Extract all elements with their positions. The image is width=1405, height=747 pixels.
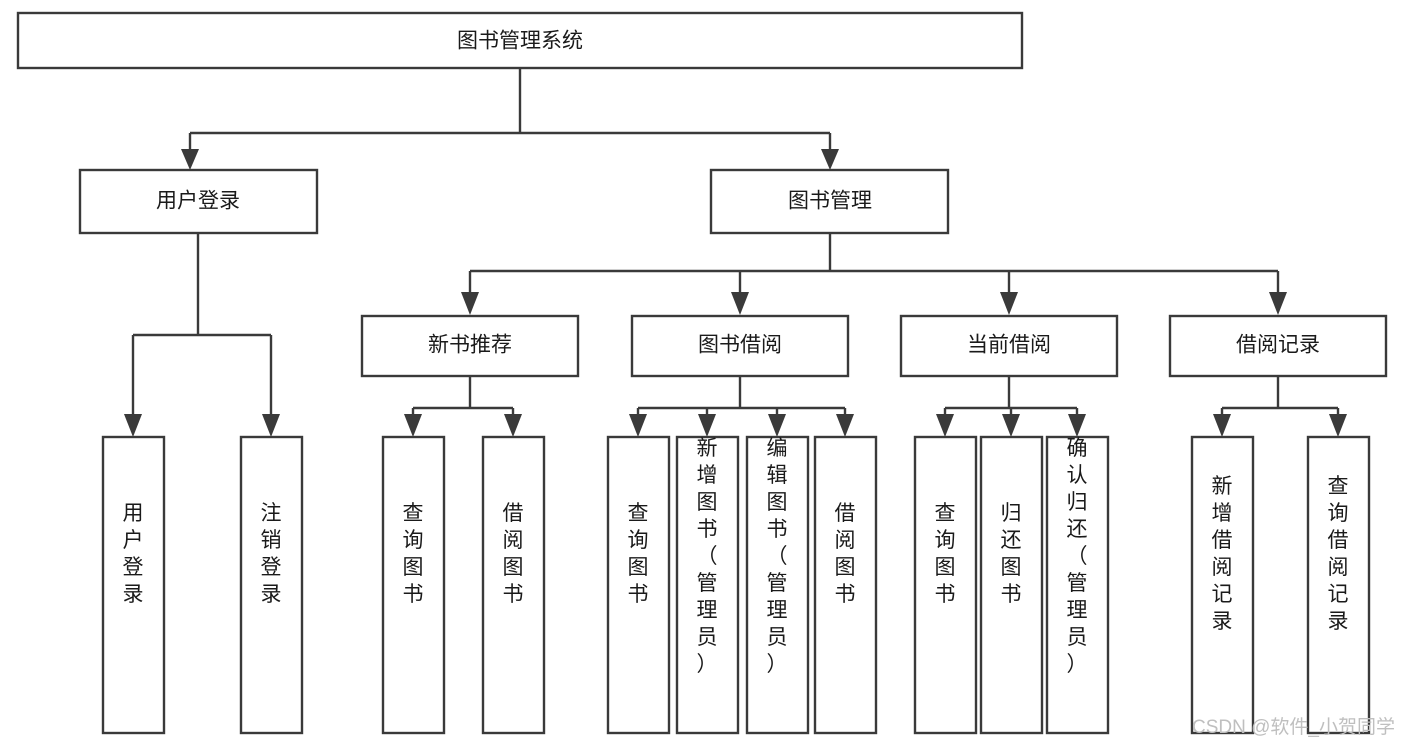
node-leaf-user-login-label: 用户登录 <box>123 502 144 606</box>
node-leaf-borrow-book-2[interactable]: 借阅图书 <box>813 435 878 735</box>
arrow-head-leaf-return-book <box>1002 414 1020 437</box>
arrow-head-book-management <box>821 149 839 170</box>
node-leaf-user-login[interactable]: 用户登录 <box>101 435 166 735</box>
node-user-login[interactable]: 用户登录 <box>78 168 319 235</box>
arrow-head-leaf-logout-login <box>262 414 280 437</box>
node-leaf-query-book-1[interactable]: 查询图书 <box>381 435 446 735</box>
node-new-book-recommend-label: 新书推荐 <box>428 334 512 357</box>
node-leaf-query-book-3-label: 查询图书 <box>935 502 956 606</box>
node-leaf-confirm-return-box[interactable] <box>1045 435 1110 735</box>
node-leaf-user-login-box[interactable] <box>101 435 166 735</box>
arrow-head-leaf-user-login <box>124 414 142 437</box>
node-leaf-add-book[interactable]: 新增图书（管理员） <box>675 435 740 735</box>
node-user-login-label: 用户登录 <box>156 190 240 213</box>
node-leaf-query-record-box[interactable] <box>1306 435 1371 735</box>
node-leaf-query-book-1-label: 查询图书 <box>403 502 424 606</box>
node-leaf-query-book-1-box[interactable] <box>381 435 446 735</box>
node-current-borrow[interactable]: 当前借阅 <box>899 314 1119 378</box>
node-leaf-borrow-book-2-label: 借阅图书 <box>835 502 856 606</box>
node-leaf-borrow-book-1-label: 借阅图书 <box>503 502 524 606</box>
node-leaf-query-book-2-label: 查询图书 <box>628 502 649 606</box>
node-leaf-add-record[interactable]: 新增借阅记录 <box>1190 435 1255 735</box>
node-leaf-query-record[interactable]: 查询借阅记录 <box>1306 435 1371 735</box>
node-leaf-add-record-label: 新增借阅记录 <box>1212 475 1233 633</box>
node-borrow-record-label: 借阅记录 <box>1236 334 1320 357</box>
arrow-head-leaf-query-book-3 <box>936 414 954 437</box>
node-new-book-recommend[interactable]: 新书推荐 <box>360 314 580 378</box>
node-borrow-record-box[interactable] <box>1168 314 1388 378</box>
arrow-head-leaf-add-book <box>698 414 716 437</box>
csdn-watermark: CSDN @软件_小贺同学 <box>1192 716 1395 738</box>
node-leaf-confirm-return[interactable]: 确认归还（管理员） <box>1045 435 1110 735</box>
node-leaf-confirm-return-label: 确认归还（管理员） <box>1067 437 1088 676</box>
node-leaf-edit-book[interactable]: 编辑图书（管理员） <box>745 435 810 735</box>
arrow-head-book-borrow <box>731 292 749 315</box>
node-new-book-recommend-box[interactable] <box>360 314 580 378</box>
node-leaf-edit-book-box[interactable] <box>745 435 810 735</box>
arrow-head-leaf-query-book-2 <box>629 414 647 437</box>
arrow-head-leaf-edit-book <box>768 414 786 437</box>
node-leaf-add-book-box[interactable] <box>675 435 740 735</box>
node-leaf-return-book-label: 归还图书 <box>1001 502 1022 606</box>
arrow-head-leaf-add-record <box>1213 414 1231 437</box>
arrow-head-new-book-recommend <box>461 292 479 315</box>
arrow-head-user-login <box>181 149 199 170</box>
node-leaf-query-book-2-box[interactable] <box>606 435 671 735</box>
node-leaf-logout-login[interactable]: 注销登录 <box>239 435 304 735</box>
node-leaf-logout-login-label: 注销登录 <box>261 502 282 606</box>
node-leaf-query-book-2[interactable]: 查询图书 <box>606 435 671 735</box>
node-leaf-add-book-label: 新增图书（管理员） <box>697 437 718 676</box>
node-leaf-query-record-label: 查询借阅记录 <box>1328 475 1349 633</box>
node-leaf-edit-book-label: 编辑图书（管理员） <box>767 437 788 676</box>
node-root-label: 图书管理系统 <box>457 30 583 53</box>
node-borrow-record[interactable]: 借阅记录 <box>1168 314 1388 378</box>
arrow-head-leaf-query-record <box>1329 414 1347 437</box>
arrow-head-current-borrow <box>1000 292 1018 315</box>
node-leaf-borrow-book-1-box[interactable] <box>481 435 546 735</box>
node-leaf-logout-login-box[interactable] <box>239 435 304 735</box>
node-current-borrow-box[interactable] <box>899 314 1119 378</box>
node-book-management-box[interactable] <box>709 168 950 235</box>
node-leaf-add-record-box[interactable] <box>1190 435 1255 735</box>
node-book-management[interactable]: 图书管理 <box>709 168 950 235</box>
node-leaf-return-book[interactable]: 归还图书 <box>979 435 1044 735</box>
node-book-borrow-box[interactable] <box>630 314 850 378</box>
node-current-borrow-label: 当前借阅 <box>967 334 1051 357</box>
node-leaf-query-book-3-box[interactable] <box>913 435 978 735</box>
arrow-head-borrow-record <box>1269 292 1287 315</box>
node-leaf-query-book-3[interactable]: 查询图书 <box>913 435 978 735</box>
node-book-management-label: 图书管理 <box>788 190 872 213</box>
connector-layer <box>124 68 1347 437</box>
arrow-head-leaf-query-book-1 <box>404 414 422 437</box>
arrow-head-leaf-confirm-return <box>1068 414 1086 437</box>
arrow-head-leaf-borrow-book-2 <box>836 414 854 437</box>
node-book-borrow[interactable]: 图书借阅 <box>630 314 850 378</box>
node-leaf-borrow-book-1[interactable]: 借阅图书 <box>481 435 546 735</box>
node-leaf-return-book-box[interactable] <box>979 435 1044 735</box>
node-book-borrow-label: 图书借阅 <box>698 334 782 357</box>
arrow-head-leaf-borrow-book-1 <box>504 414 522 437</box>
node-root[interactable]: 图书管理系统 <box>16 11 1024 70</box>
node-root-box[interactable] <box>16 11 1024 70</box>
node-user-login-box[interactable] <box>78 168 319 235</box>
node-leaf-borrow-book-2-box[interactable] <box>813 435 878 735</box>
